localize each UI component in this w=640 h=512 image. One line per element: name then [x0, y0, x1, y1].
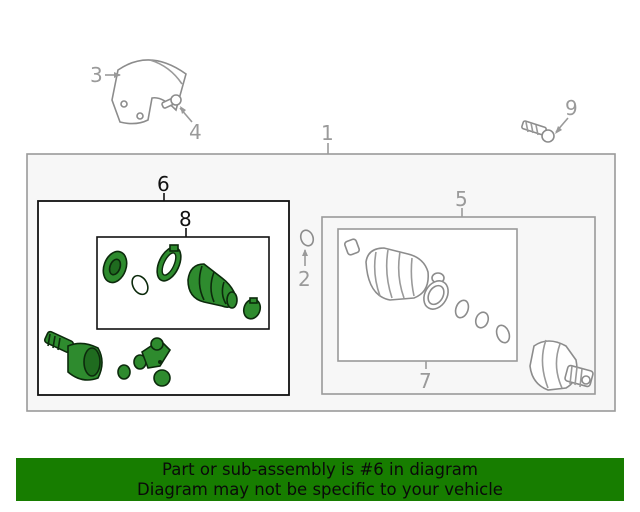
part-6-cv-joint[interactable] — [43, 330, 103, 381]
callout-6[interactable]: 6 — [157, 172, 170, 196]
callout-2-arrow — [302, 249, 308, 256]
part-4-bolt[interactable] — [161, 94, 182, 109]
banner-line-1: Part or sub-assembly is #6 in diagram — [162, 460, 478, 479]
part-7-boot-kit[interactable] — [344, 238, 512, 344]
callout-4-arrow — [180, 106, 186, 114]
callout-3[interactable]: 3 — [90, 63, 103, 87]
callout-3-arrow — [114, 72, 121, 78]
banner-line-2: Diagram may not be specific to your vehi… — [137, 480, 503, 499]
callout-9[interactable]: 9 — [565, 96, 578, 120]
callout-2[interactable]: 2 — [298, 267, 311, 291]
info-banner: Part or sub-assembly is #6 in diagram Di… — [16, 458, 624, 501]
subassembly-5-frame — [321, 216, 596, 395]
callout-8[interactable]: 8 — [179, 207, 192, 231]
part-8-boot-kit[interactable] — [99, 243, 263, 321]
part-3-bracket[interactable] — [111, 59, 187, 125]
part-9-bolt[interactable] — [521, 120, 555, 143]
callout-7[interactable]: 7 — [419, 369, 432, 393]
subassembly-8-frame — [96, 236, 270, 330]
part-5-outer-joint[interactable] — [529, 339, 594, 391]
part-2-snap-ring[interactable] — [299, 228, 316, 247]
callout-4[interactable]: 4 — [189, 120, 202, 144]
parts-diagram: 3 4 9 1 6 8 — [26, 59, 616, 412]
callout-1[interactable]: 1 — [321, 121, 334, 145]
part-6-tripod[interactable] — [117, 337, 172, 387]
callout-5[interactable]: 5 — [455, 187, 468, 211]
callout-9-arrow — [555, 126, 562, 134]
